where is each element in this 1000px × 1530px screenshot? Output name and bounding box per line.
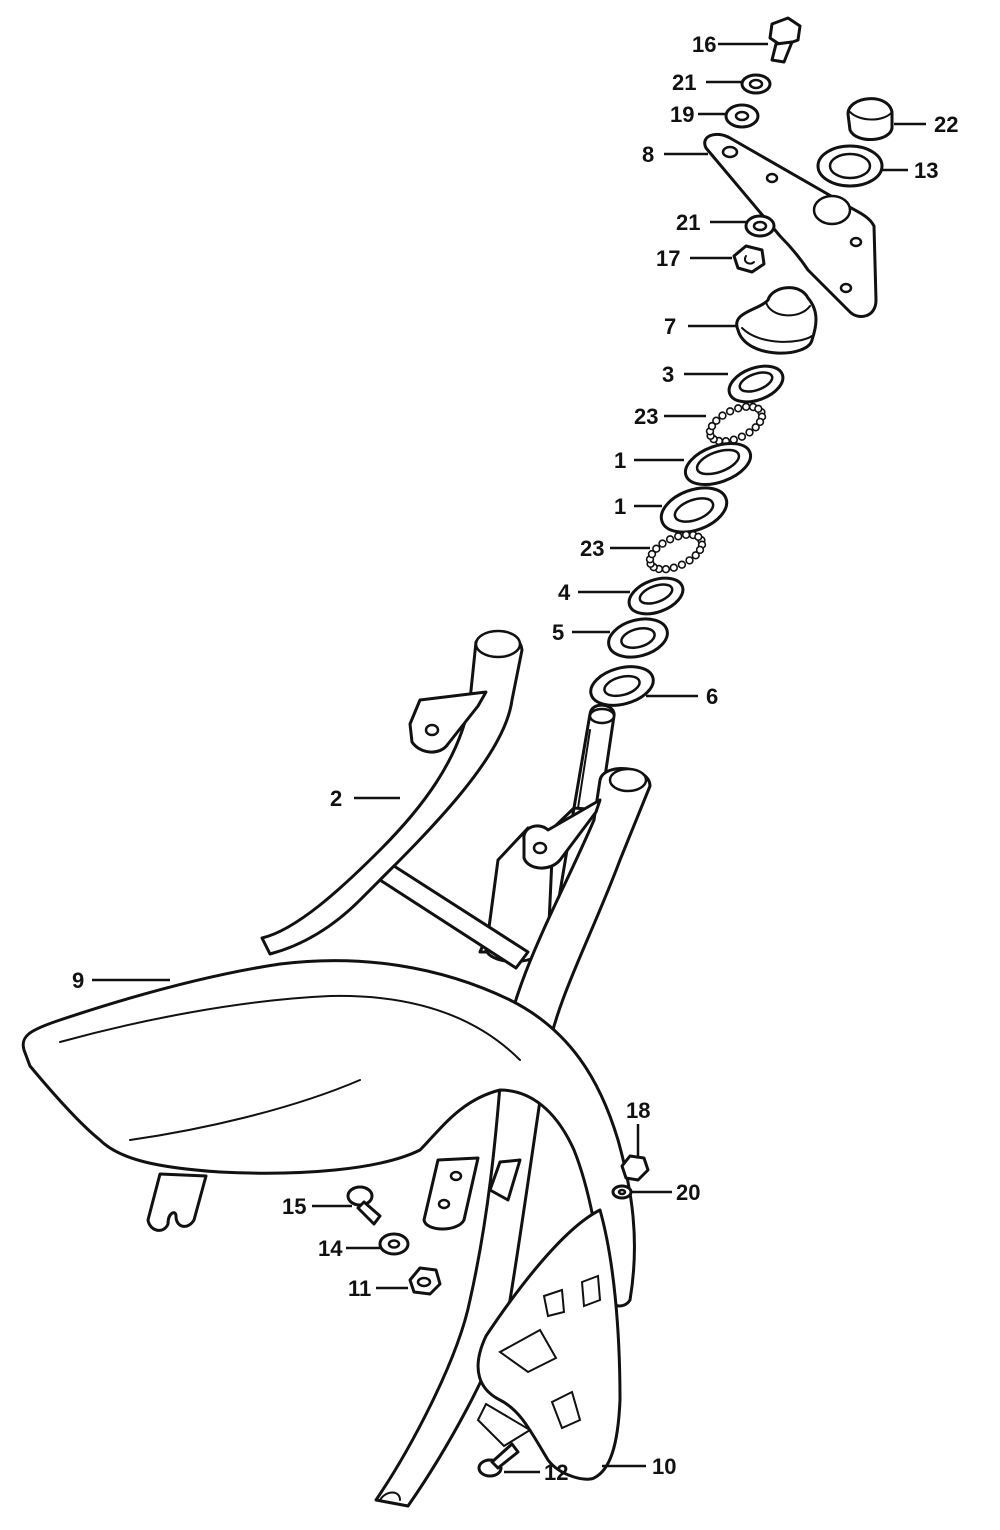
bearing-ball: [733, 404, 743, 413]
callout-20: 20: [676, 1180, 700, 1205]
callout-1-lower: 1: [614, 494, 626, 519]
part-8-upper-bracket: [703, 132, 878, 318]
part-14-washer: [378, 1232, 410, 1256]
bearing-ball: [658, 539, 667, 548]
bearing-ball: [691, 551, 700, 560]
bearing-ball: [652, 544, 661, 553]
part-19-washer: [724, 103, 760, 129]
callout-13: 13: [914, 158, 938, 183]
bearing-ball: [661, 564, 671, 574]
bearing-ball: [741, 402, 751, 411]
bearing-ball: [725, 407, 735, 416]
part-16-bolt: [768, 16, 802, 64]
leader-lines: [92, 42, 926, 1474]
callout-22: 22: [934, 112, 958, 137]
callout-15: 15: [282, 1194, 306, 1219]
callout-2: 2: [330, 786, 342, 811]
part-13-ring: [816, 144, 884, 188]
bearing-ball: [673, 532, 683, 541]
callout-23-top: 23: [634, 404, 658, 429]
callout-7: 7: [664, 314, 676, 339]
bearing-ball: [712, 416, 721, 425]
callout-10: 10: [652, 1454, 676, 1479]
part-9-fender: [21, 959, 636, 1308]
bearing-ball: [685, 556, 694, 565]
part-10-mud-flap: [476, 1208, 622, 1481]
part-6-seal: [589, 665, 655, 707]
part-1-race-upper: [683, 441, 753, 487]
callout-6: 6: [706, 684, 718, 709]
part-20-washer: [611, 1184, 633, 1200]
callout-18: 18: [626, 1098, 650, 1123]
part-17-nut: [732, 244, 766, 274]
bearing-ball: [745, 428, 754, 437]
callout-19: 19: [670, 102, 694, 127]
bearing-ball: [647, 549, 657, 559]
part-15-screw: [346, 1185, 382, 1226]
part-3-race: [727, 364, 785, 404]
callout-1-upper: 1: [614, 448, 626, 473]
part-22-cap: [846, 97, 894, 141]
callout-labels: 16 21 19 8 22 13 21 17 7 3 23 1 1 23 4 5…: [72, 32, 958, 1485]
bearing-ball: [754, 404, 763, 413]
part-4-race: [627, 576, 685, 616]
bearing-ball: [751, 423, 760, 432]
callout-21-top: 21: [672, 70, 696, 95]
part-7-dome: [735, 286, 818, 355]
bearing-ball: [695, 545, 705, 555]
callout-11: 11: [348, 1276, 371, 1301]
part-21-washer-top: [740, 73, 772, 95]
callout-9: 9: [72, 968, 84, 993]
bearing-ball: [718, 411, 727, 420]
bearing-ball: [737, 432, 747, 441]
part-11-nut: [408, 1266, 442, 1296]
part-21-washer-second: [744, 214, 776, 238]
bearing-ball: [755, 417, 765, 427]
part-12-screw: [477, 1442, 520, 1478]
callout-17: 17: [656, 246, 680, 271]
callout-21-second: 21: [676, 210, 700, 235]
callout-16: 16: [692, 32, 716, 57]
callout-23-lower: 23: [580, 536, 604, 561]
bearing-ball: [677, 560, 687, 569]
bearing-ball: [694, 532, 703, 541]
callout-14: 14: [318, 1236, 343, 1261]
part-18-nut: [620, 1154, 650, 1182]
part-5-washer: [607, 617, 669, 659]
callout-4: 4: [558, 580, 571, 605]
bearing-ball: [707, 421, 717, 431]
part-2-fork-frame: [260, 629, 652, 1508]
callout-12: 12: [544, 1460, 568, 1485]
part-23-bearing-top: [705, 402, 767, 446]
bearing-ball: [669, 563, 678, 572]
bearing-ball: [681, 530, 691, 539]
part-1-race-lower: [659, 486, 729, 534]
callout-3: 3: [662, 362, 674, 387]
bearing-ball: [665, 535, 675, 544]
callout-8: 8: [642, 142, 654, 167]
part-23-bearing-lower: [645, 530, 707, 574]
callout-5: 5: [552, 620, 564, 645]
